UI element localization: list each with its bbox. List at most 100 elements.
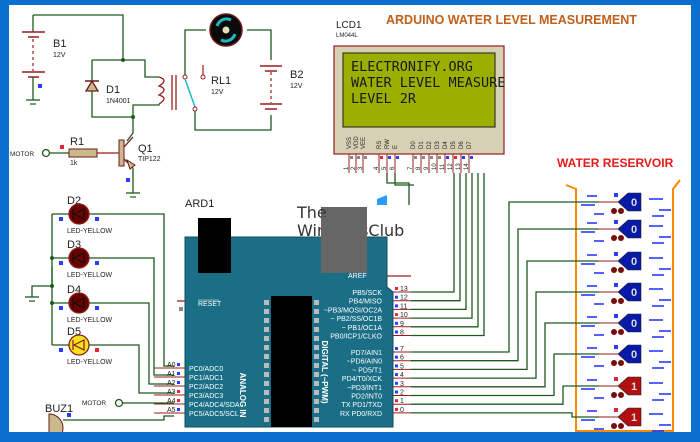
chip-leg	[314, 408, 319, 413]
pin-state-marker	[395, 330, 398, 334]
lcd-pin-number: 11	[440, 163, 446, 170]
pin-state-marker	[430, 156, 433, 159]
pin-state-marker	[614, 193, 618, 197]
lcd-pin-number: 6	[390, 166, 396, 170]
level-sensor	[617, 407, 642, 427]
analog-label: ANALOG IN	[238, 373, 247, 418]
pin-state-marker	[395, 381, 398, 385]
led-off	[68, 247, 90, 269]
digital-pin-low-name: RX PD0/RXD	[340, 411, 382, 418]
chip-leg	[314, 309, 319, 314]
lcd-pin-number: 1	[344, 166, 350, 170]
pin-state-marker	[614, 220, 618, 224]
digital-pin-high-number: 9	[400, 321, 404, 328]
level-sensor	[617, 251, 642, 271]
aref-label: AREF	[348, 273, 367, 280]
pin-state-marker	[470, 156, 473, 159]
digital-pin-high-number: 8	[400, 330, 404, 337]
led-wire	[89, 302, 174, 385]
rl1-ref: RL1	[211, 75, 231, 87]
pin-state-marker	[414, 156, 417, 159]
level-sensor-value: 1	[631, 381, 637, 393]
pin-state-marker	[59, 306, 63, 310]
q1-value: TIP122	[138, 156, 161, 163]
chip-leg	[314, 381, 319, 386]
lcd-pin-label: D2	[427, 141, 433, 149]
digital-label: DIGITAL (~PWM)	[320, 340, 329, 403]
digital-pin-low-name: ~PD3/INT1	[347, 385, 382, 392]
windows-logo-icon	[377, 195, 387, 205]
chip-leg	[264, 381, 269, 386]
chip-leg	[264, 390, 269, 395]
arduino-board: ARD1 AREF RESET DIGITAL (~PWM) ANALOG IN…	[154, 198, 411, 428]
probe-contact	[618, 329, 624, 335]
pin-state-marker	[177, 408, 180, 411]
analog-pin-number: A4	[167, 398, 176, 405]
led-ground	[25, 266, 53, 302]
lcd-module: LCD1 LM044L ELECTRONIFY.ORG WATER LEVEL …	[333, 20, 505, 173]
digital-pin-high-number: 11	[400, 303, 407, 310]
lcd-pin-number: 8	[416, 166, 422, 170]
buzzer-ref: BUZ1	[45, 403, 73, 415]
chip-leg	[264, 345, 269, 350]
pin-state-marker	[396, 156, 399, 159]
led-on	[68, 334, 90, 356]
digital-pin-high-number: 12	[400, 295, 408, 302]
chip-leg	[264, 408, 269, 413]
chip-leg	[264, 309, 269, 314]
pin-state-marker	[422, 156, 425, 159]
digital-pin-low-name: PD2/INT0	[351, 394, 382, 401]
pin-state-marker	[395, 355, 398, 359]
pin-state-marker	[395, 347, 398, 350]
motor-terminal[interactable]	[41, 148, 51, 158]
pin-state-marker	[95, 348, 99, 352]
pin-state-marker	[59, 348, 63, 352]
led-value: LED-YELLOW	[67, 272, 113, 279]
motor-icon	[209, 13, 243, 47]
level-sensor	[617, 376, 642, 396]
lcd-bus-wire	[411, 173, 485, 337]
lcd-bus-wire	[411, 173, 467, 311]
lcd-pin-label: E	[393, 145, 399, 149]
led-value: LED-YELLOW	[67, 228, 113, 235]
probe-contact	[618, 360, 624, 366]
led-value: LED-YELLOW	[67, 317, 113, 324]
chip-leg	[314, 363, 319, 368]
pin-state-marker	[380, 156, 383, 159]
probe-contact	[618, 208, 624, 214]
level-sensor-value: 0	[631, 349, 637, 361]
analog-pin-name: PC1/ADC1	[189, 375, 223, 382]
diode-symbol-icon	[72, 339, 85, 351]
diode-symbol-icon	[72, 252, 85, 264]
digital-pin-low-name: ~PD6/AIN0	[347, 359, 382, 366]
digital-pin-high-name: PB4/MISO	[349, 299, 383, 306]
pin-state-marker	[59, 261, 63, 265]
pin-state-marker	[177, 381, 180, 384]
motor-terminal-bottom[interactable]	[114, 398, 124, 408]
sensor-bus-wire	[411, 228, 599, 362]
sensor-bus-wire	[411, 353, 599, 397]
probe-contact	[618, 298, 624, 304]
digital-pin-high-name: ~ PB1/OC1A	[342, 325, 383, 332]
chip-leg	[314, 300, 319, 305]
led-value: LED-YELLOW	[67, 359, 113, 366]
chip-leg	[314, 318, 319, 323]
chip-leg	[314, 372, 319, 377]
lcd-pin-label: D0	[411, 141, 417, 149]
watermark-line-1: The	[296, 203, 327, 222]
led-off	[68, 292, 90, 314]
chip-leg	[314, 336, 319, 341]
chip-leg	[314, 354, 319, 359]
probe-contact	[611, 392, 617, 398]
digital-pin-low-number: 1	[400, 398, 404, 405]
chip-leg	[264, 363, 269, 368]
bus-wires	[386, 173, 599, 418]
pin-state-marker	[95, 261, 99, 265]
sensor-bus-wire	[411, 291, 599, 379]
pin-state-marker	[177, 372, 180, 375]
sensor-bus-wire	[411, 385, 599, 405]
reset-label: RESET	[198, 301, 222, 308]
digital-pin-low-name: PD7/AIN1	[351, 350, 382, 357]
digital-pin-high-number: 13	[400, 286, 408, 293]
pin-state-marker	[177, 399, 180, 402]
